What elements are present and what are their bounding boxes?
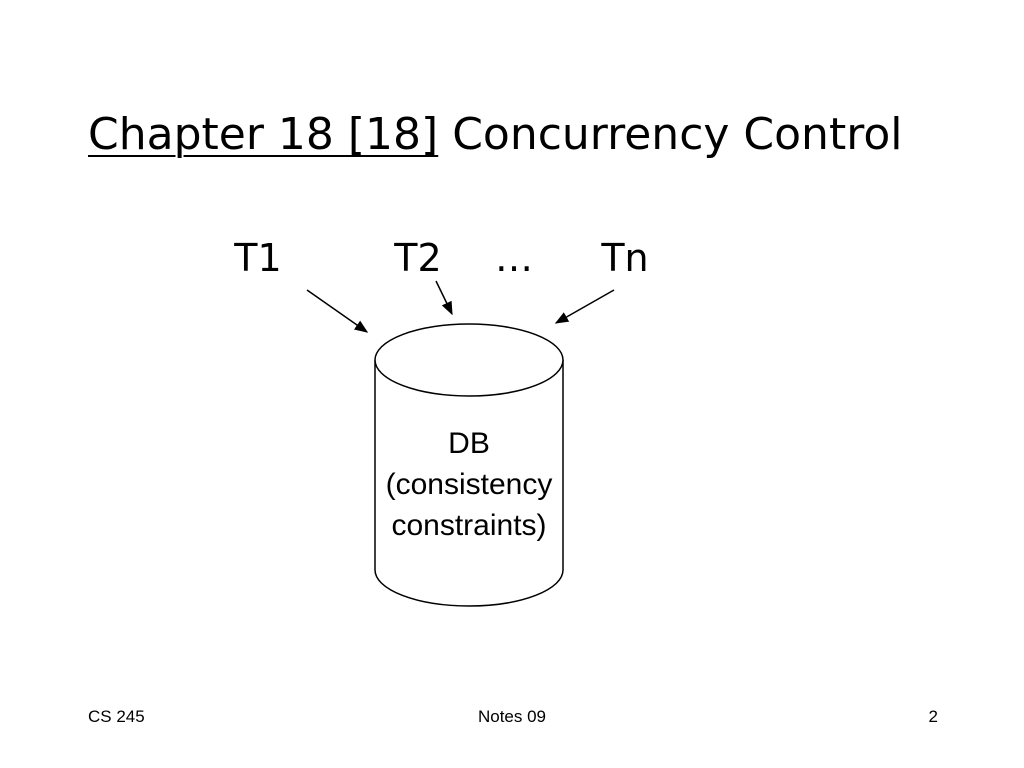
database-label-line-3: constraints): [391, 509, 546, 542]
slide-title-chapter: Chapter 18 [18]: [88, 109, 439, 160]
arrow-t2-to-db: [435, 280, 453, 316]
database-label-line-2: (consistency: [386, 468, 553, 501]
slide-title: Chapter 18 [18] Concurrency Control: [88, 105, 902, 165]
arrow-tn-to-db: [554, 289, 615, 324]
transaction-label-t2: T2: [393, 236, 441, 280]
database-cylinder: [374, 323, 564, 607]
database-label-line-1: DB: [448, 427, 490, 460]
arrow-t1-to-db: [306, 289, 369, 333]
footer-page-number: 2: [928, 707, 938, 726]
footer-course: CS 245: [88, 707, 145, 726]
transaction-label-tn: Tn: [600, 236, 648, 280]
transaction-label-t1: T1: [233, 236, 281, 280]
slide-title-topic: Concurrency Control: [438, 109, 903, 160]
transaction-label-ellipsis: …: [495, 236, 533, 280]
footer-notes: Notes 09: [477, 707, 547, 726]
